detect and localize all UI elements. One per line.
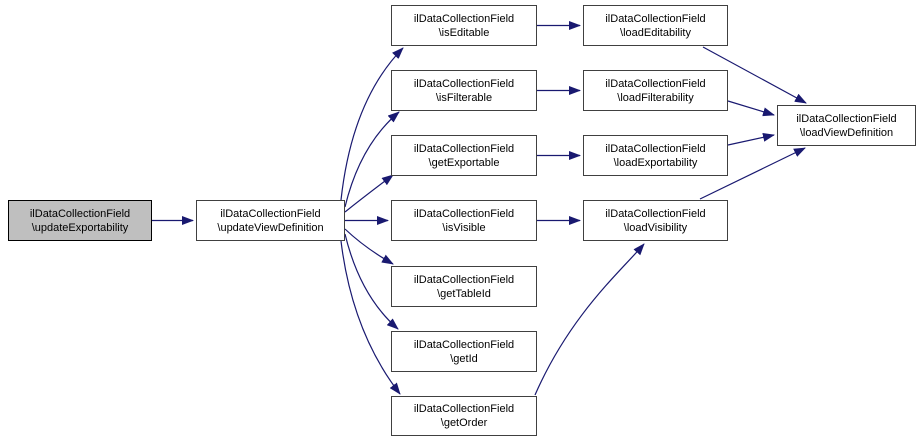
edge-loadFilterability-to-loadViewDefinition xyxy=(727,100,775,117)
edge-updateViewDefinition-to-isFilterable xyxy=(344,111,400,208)
edge-updateViewDefinition-to-getId xyxy=(344,233,399,330)
edge-getOrder-to-loadVisibility xyxy=(534,243,645,396)
edge-loadVisibility-to-loadViewDefinition xyxy=(699,147,806,200)
node-load-filterability[interactable]: ilDataCollectionField \loadFilterability xyxy=(583,70,728,111)
node-update-view-definition[interactable]: ilDataCollectionField \updateViewDefinit… xyxy=(196,200,345,241)
edge-loadEditability-to-loadViewDefinition xyxy=(702,46,807,104)
node-is-filterable[interactable]: ilDataCollectionField \isFilterable xyxy=(391,70,537,111)
edge-updateViewDefinition-to-getOrder xyxy=(340,240,401,395)
node-update-exportability: ilDataCollectionField \updateExportabili… xyxy=(8,200,152,241)
edge-updateViewDefinition-to-getExportable xyxy=(344,174,394,213)
node-is-editable[interactable]: ilDataCollectionField \isEditable xyxy=(391,5,537,46)
node-get-exportable[interactable]: ilDataCollectionField \getExportable xyxy=(391,135,537,176)
node-get-table-id[interactable]: ilDataCollectionField \getTableId xyxy=(391,266,537,307)
edge-updateViewDefinition-to-getTableId xyxy=(344,228,394,265)
node-get-order[interactable]: ilDataCollectionField \getOrder xyxy=(391,396,537,436)
node-is-visible[interactable]: ilDataCollectionField \isVisible xyxy=(391,200,537,241)
node-load-editability[interactable]: ilDataCollectionField \loadEditability xyxy=(583,5,728,46)
edge-loadExportability-to-loadViewDefinition xyxy=(727,132,775,146)
node-load-exportability[interactable]: ilDataCollectionField \loadExportability xyxy=(583,135,728,176)
node-load-view-definition[interactable]: ilDataCollectionField \loadViewDefinitio… xyxy=(777,105,916,146)
edge-updateViewDefinition-to-isEditable xyxy=(340,47,404,201)
node-load-visibility[interactable]: ilDataCollectionField \loadVisibility xyxy=(583,200,728,241)
node-get-id[interactable]: ilDataCollectionField \getId xyxy=(391,331,537,372)
